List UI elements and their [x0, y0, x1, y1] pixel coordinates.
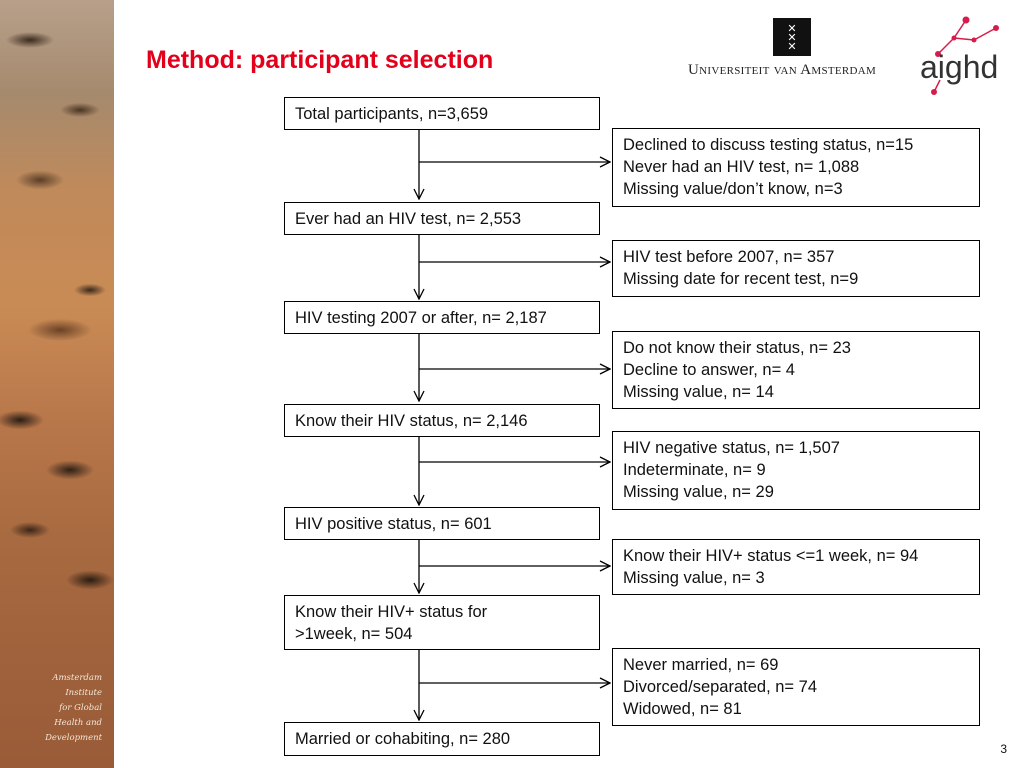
box-line: Missing value/don’t know, n=3 [623, 180, 843, 198]
page-number: 3 [1000, 742, 1007, 756]
box-line: HIV testing 2007 or after, n= 2,187 [295, 309, 547, 327]
flow-box-ever-tested: Ever had an HIV test, n= 2,553 [284, 202, 600, 235]
aighd-logo: aighd [920, 16, 999, 95]
box-line: Married or cohabiting, n= 280 [295, 730, 511, 748]
box-line: Know their HIV+ status for [295, 603, 488, 621]
flow-box-tested-2007-or-after: HIV testing 2007 or after, n= 2,187 [284, 301, 600, 334]
side-photo-banner: Amsterdam Institute for Global Health an… [0, 0, 114, 768]
university-wordmark: Universiteit van Amsterdam [688, 62, 877, 78]
box-line: Indeterminate, n= 9 [623, 461, 766, 479]
caption-line: Amsterdam [52, 673, 102, 683]
box-line: Total participants, n=3,659 [295, 105, 489, 123]
caption-line: Health and [54, 718, 102, 728]
caption-line: for Global [59, 703, 102, 713]
box-line: Missing value, n= 3 [623, 569, 765, 587]
box-line: >1week, n= 504 [295, 625, 413, 643]
box-line: Missing date for recent test, n=9 [623, 270, 859, 288]
exclusion-box-test-before-2007: HIV test before 2007, n= 357 Missing dat… [612, 240, 980, 297]
box-line: Know their HIV+ status <=1 week, n= 94 [623, 547, 919, 565]
box-line: Ever had an HIV test, n= 2,553 [295, 210, 522, 228]
box-line: Missing value, n= 29 [623, 483, 774, 501]
box-line: HIV positive status, n= 601 [295, 515, 492, 533]
flow-box-know-status: Know their HIV status, n= 2,146 [284, 404, 600, 437]
box-line: Declined to discuss testing status, n=15 [623, 136, 914, 154]
exclusion-box-unknown-status: Do not know their status, n= 23 Decline … [612, 331, 980, 409]
exclusion-box-testing-status: Declined to discuss testing status, n=15… [612, 128, 980, 207]
logo-network-nodes [931, 16, 999, 95]
box-line: HIV negative status, n= 1,507 [623, 439, 840, 457]
box-line: Know their HIV status, n= 2,146 [295, 412, 528, 430]
box-line: Do not know their status, n= 23 [623, 339, 851, 357]
exclusion-box-hiv-negative: HIV negative status, n= 1,507 Indetermin… [612, 431, 980, 510]
flow-box-know-status-over-1-week: Know their HIV+ status for >1week, n= 50… [284, 595, 600, 650]
box-line: Widowed, n= 81 [623, 700, 742, 718]
caption-line: Institute [65, 688, 102, 698]
caption-line: Development [45, 733, 102, 743]
box-line: Decline to answer, n= 4 [623, 361, 795, 379]
box-line: Missing value, n= 14 [623, 383, 774, 401]
exclusion-box-status-under-1-week: Know their HIV+ status <=1 week, n= 94 M… [612, 539, 980, 595]
logo-wordmark: aighd [920, 49, 998, 85]
flow-box-hiv-positive: HIV positive status, n= 601 [284, 507, 600, 540]
box-line: Never had an HIV test, n= 1,088 [623, 158, 860, 176]
flow-box-total-participants: Total participants, n=3,659 [284, 97, 600, 130]
box-line: Divorced/separated, n= 74 [623, 678, 817, 696]
slide-title: Method: participant selection [146, 46, 494, 74]
box-line: HIV test before 2007, n= 357 [623, 248, 835, 266]
box-line: Never married, n= 69 [623, 656, 779, 674]
institute-caption: Amsterdam Institute for Global Health an… [45, 671, 102, 746]
exclusion-box-marital-status: Never married, n= 69 Divorced/separated,… [612, 648, 980, 726]
flow-box-married-cohabiting: Married or cohabiting, n= 280 [284, 722, 600, 756]
uva-crest-icon: ✕✕✕ [773, 18, 811, 56]
